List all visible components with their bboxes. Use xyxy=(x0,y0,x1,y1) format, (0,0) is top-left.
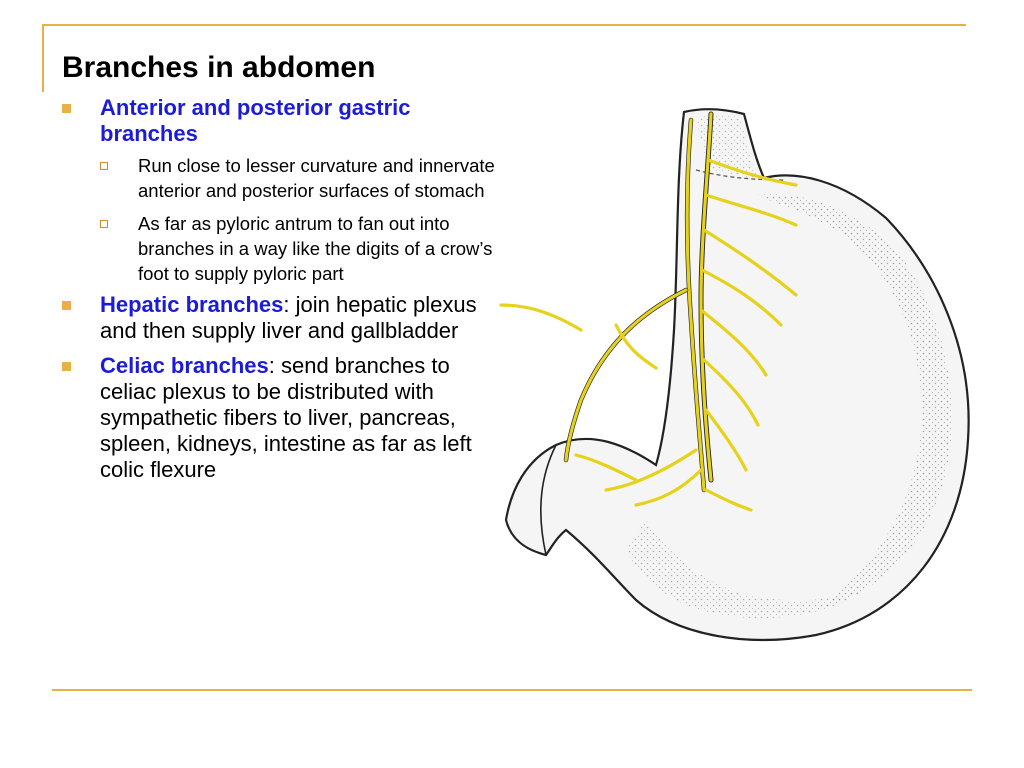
frame-left-line xyxy=(42,24,44,92)
square-bullet-icon xyxy=(62,104,71,113)
bullet-list: Anterior and posterior gastric branches … xyxy=(62,95,502,492)
bullet-celiac-branches: Celiac branches: send branches to celiac… xyxy=(62,353,502,483)
bullet-hepatic-branches: Hepatic branches: join hepatic plexus an… xyxy=(62,292,502,344)
bullet-gastric-branches: Anterior and posterior gastric branches xyxy=(62,95,502,147)
subbullet-pyloric-antrum: As far as pyloric antrum to fan out into… xyxy=(100,211,502,286)
bullet-heading: Hepatic branches xyxy=(100,292,284,317)
stomach-stipple-lower xyxy=(626,520,866,619)
vagal-nerve-branches xyxy=(499,111,798,512)
hollow-square-bullet-icon xyxy=(100,220,108,228)
bullet-heading: Anterior and posterior gastric branches xyxy=(100,95,411,146)
pylorus-outline xyxy=(540,444,557,556)
stomach-stipple xyxy=(756,194,952,610)
page-title: Branches in abdomen xyxy=(62,51,376,84)
bullet-heading: Celiac branches xyxy=(100,353,269,378)
bullet-text: : join hepatic plexus and then supply li… xyxy=(100,292,477,343)
frame-top-line xyxy=(42,24,966,26)
subbullet-text: Run close to lesser curvature and innerv… xyxy=(138,155,495,201)
subbullet-lesser-curvature: Run close to lesser curvature and innerv… xyxy=(100,153,502,203)
hollow-square-bullet-icon xyxy=(100,162,108,170)
square-bullet-icon xyxy=(62,362,71,371)
stomach-nerve-illustration xyxy=(499,108,970,641)
square-bullet-icon xyxy=(62,301,71,310)
bullet-text: : send branches to celiac plexus to be d… xyxy=(100,353,472,482)
subbullet-text: As far as pyloric antrum to fan out into… xyxy=(138,213,493,284)
frame-bottom-line xyxy=(52,689,972,691)
